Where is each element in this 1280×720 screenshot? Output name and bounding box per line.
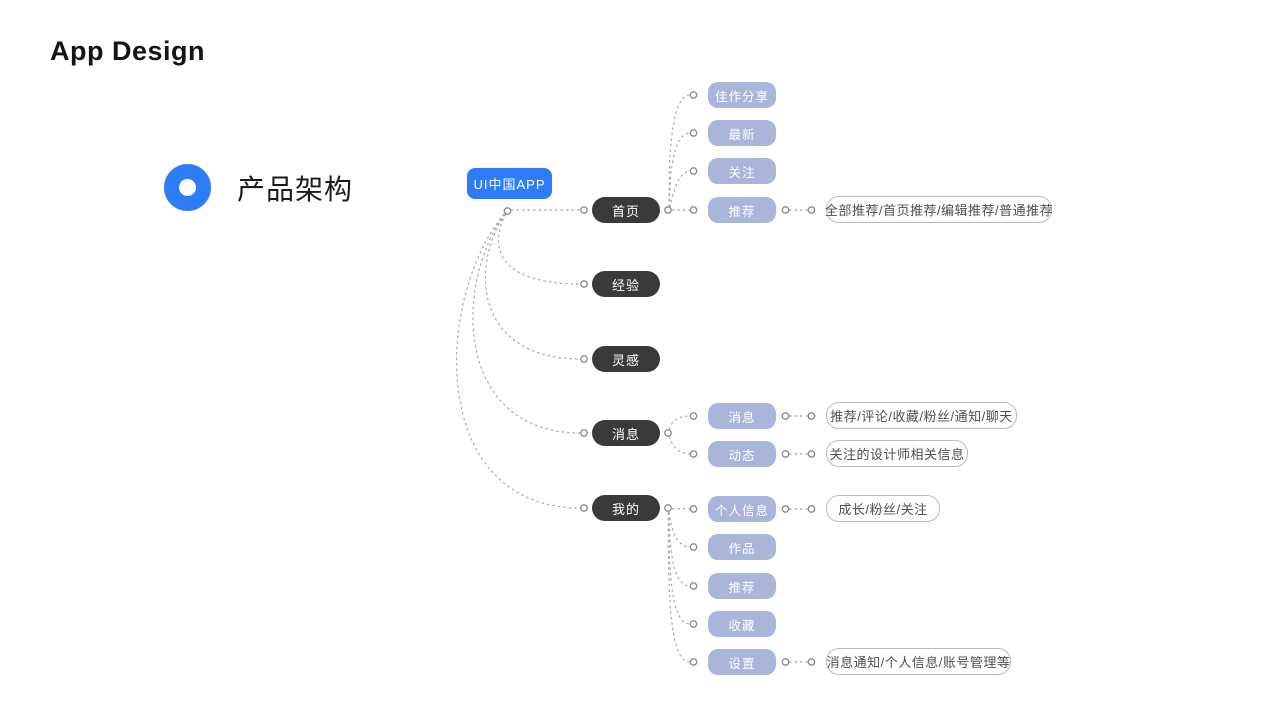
section-label: 产品架构 [237,173,354,205]
branch-node-inspiration[interactable]: 灵感 [592,346,660,372]
section-bullet-icon [164,164,211,211]
subnode-message[interactable]: 消息 [708,403,776,429]
subnode-favorites[interactable]: 收藏 [708,611,776,637]
subnode-recommend[interactable]: 推荐 [708,197,776,223]
detail-box-message[interactable]: 推荐/评论/收藏/粉丝/通知/聊天 [826,402,1017,429]
subnode-settings[interactable]: 设置 [708,649,776,675]
subnode-latest[interactable]: 最新 [708,120,776,146]
section-legend: 产品架构 [164,164,353,211]
detail-box-profile[interactable]: 成长/粉丝/关注 [826,495,940,522]
branch-node-messages[interactable]: 消息 [592,420,660,446]
subnode-activity[interactable]: 动态 [708,441,776,467]
detail-box-activity[interactable]: 关注的设计师相关信息 [826,440,968,467]
detail-box-settings[interactable]: 消息通知/个人信息/账号管理等 [826,648,1011,675]
root-node-ui-china-app[interactable]: UI中国APP [467,168,552,199]
subnode-recommend-mine[interactable]: 推荐 [708,573,776,599]
subnode-profile[interactable]: 个人信息 [708,496,776,522]
branch-node-home[interactable]: 首页 [592,197,660,223]
subnode-works[interactable]: 作品 [708,534,776,560]
detail-box-recommend[interactable]: 全部推荐/首页推荐/编辑推荐/普通推荐 [825,196,1053,223]
subnode-featured-share[interactable]: 佳作分享 [708,82,776,108]
page-title: App Design [50,36,206,66]
branch-node-experience[interactable]: 经验 [592,271,660,297]
subnode-following[interactable]: 关注 [708,158,776,184]
branch-node-mine[interactable]: 我的 [592,495,660,521]
